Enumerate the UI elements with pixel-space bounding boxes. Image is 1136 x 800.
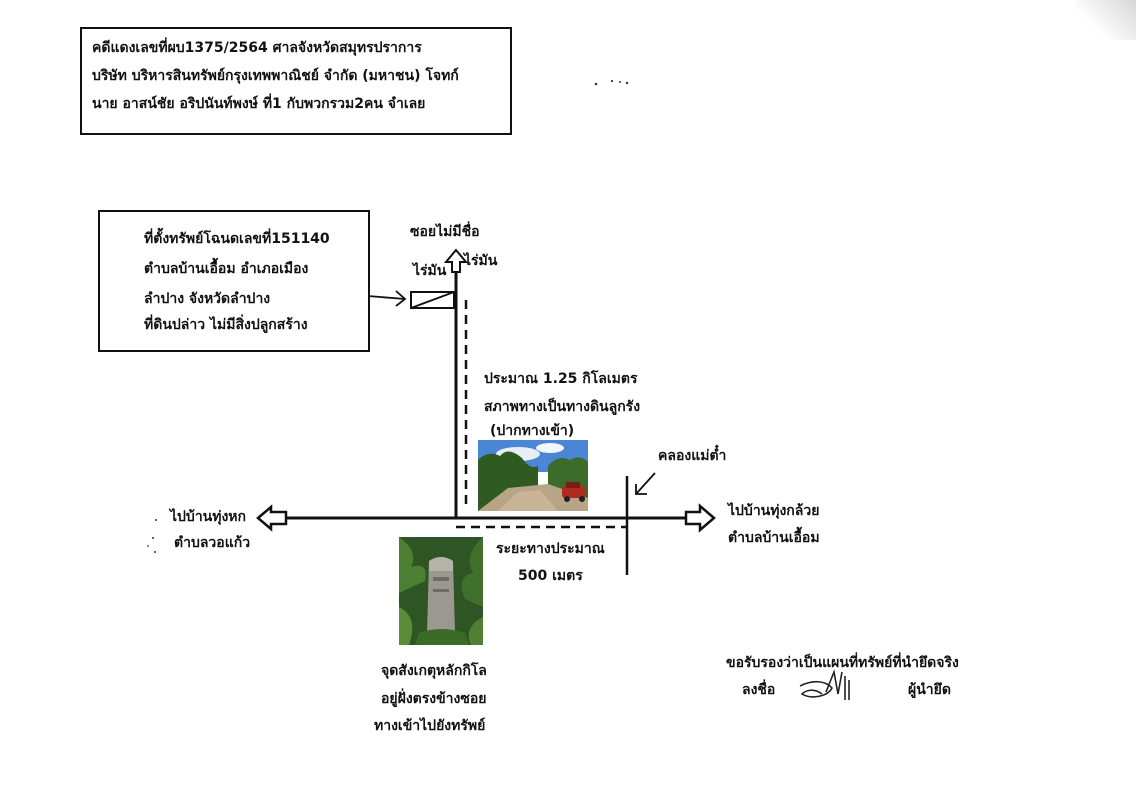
distance-125-label: ประมาณ 1.25 กิโลเมตร: [484, 371, 638, 387]
soi-no-name-label: ซอยไม่มีชื่อ: [410, 224, 480, 240]
to-tambon-wo-kaeo-label: ตำบลวอแก้ว: [174, 535, 251, 551]
hollow-arrow-right-icon: [684, 503, 716, 533]
distance-500-line-2: 500 เมตร: [518, 568, 583, 584]
rectangle-with-diagonal-icon: [410, 291, 455, 309]
hollow-arrow-up-icon: [443, 248, 469, 273]
landmark-line-1: จุดสังเกตุหลักกิโล: [381, 663, 487, 679]
case-header-line-2: บริษัท บริหารสินทรัพย์กรุงเทพพาณิชย์ จำก…: [92, 68, 459, 84]
road-condition-label: สภาพทางเป็นทางดินลูกรัง: [484, 399, 641, 415]
property-line-2: ตำบลบ้านเอื้อม อำเภอเมือง: [144, 261, 309, 277]
seizer-role-label: ผู้นำยึด: [908, 682, 951, 698]
scan-edge-shadow: [1076, 0, 1136, 40]
landmark-line-3: ทางเข้าไปยังทรัพย์: [374, 718, 486, 734]
property-line-1: ที่ตั้งทรัพย์โฉนดเลขที่151140: [144, 231, 330, 247]
distance-500-line-1: ระยะทางประมาณ: [496, 541, 605, 557]
to-tambon-ban-ueam-label: ตำบลบ้านเอื้อม: [728, 530, 820, 546]
property-line-3: ลำปาง จังหวัดลำปาง: [144, 291, 271, 307]
canal-label: คลองแม่ต๋ำ: [658, 448, 727, 464]
cassava-field-right-label: ไร่มัน: [464, 253, 498, 269]
landmark-line-2: อยู่ฝั่งตรงข้างซอย: [381, 691, 487, 707]
property-line-4: ที่ดินปล่าว ไม่มีสิ่งปลูกสร้าง: [144, 317, 308, 333]
entrance-photo: [478, 440, 588, 511]
signature-label: ลงชื่อ: [742, 682, 776, 698]
to-ban-thung-hok-label: ไปบ้านทุ่งหก: [170, 509, 247, 525]
property-location-box: ที่ตั้งทรัพย์โฉนดเลขที่151140 ตำบลบ้านเอ…: [98, 210, 370, 352]
case-header-box: คดีแดงเลขที่ผบ1375/2564 ศาลจังหวัดสมุทรป…: [80, 27, 512, 135]
entrance-label: (ปากทางเข้า): [490, 423, 575, 439]
hollow-arrow-left-icon: [256, 504, 288, 532]
case-header-line-1: คดีแดงเลขที่ผบ1375/2564 ศาลจังหวัดสมุทรป…: [92, 40, 422, 56]
cassava-field-left-label: ไร่มัน: [413, 263, 447, 279]
signature-mark: [799, 669, 850, 700]
case-header-line-3: นาย อาสน์ชัย อริปนันท์พงษ์ ที่1 กับพวกรว…: [92, 96, 426, 112]
km-marker-photo: [399, 537, 483, 645]
canal-pointer-icon: [635, 472, 656, 495]
certification-statement: ขอรับรองว่าเป็นแผนที่ทรัพย์ที่นำยึดจริง: [726, 655, 959, 671]
scan-specks: [147, 79, 629, 553]
line-arrow-icon: [367, 290, 407, 307]
to-ban-thung-kluai-label: ไปบ้านทุ่งกล้วย: [728, 503, 820, 519]
